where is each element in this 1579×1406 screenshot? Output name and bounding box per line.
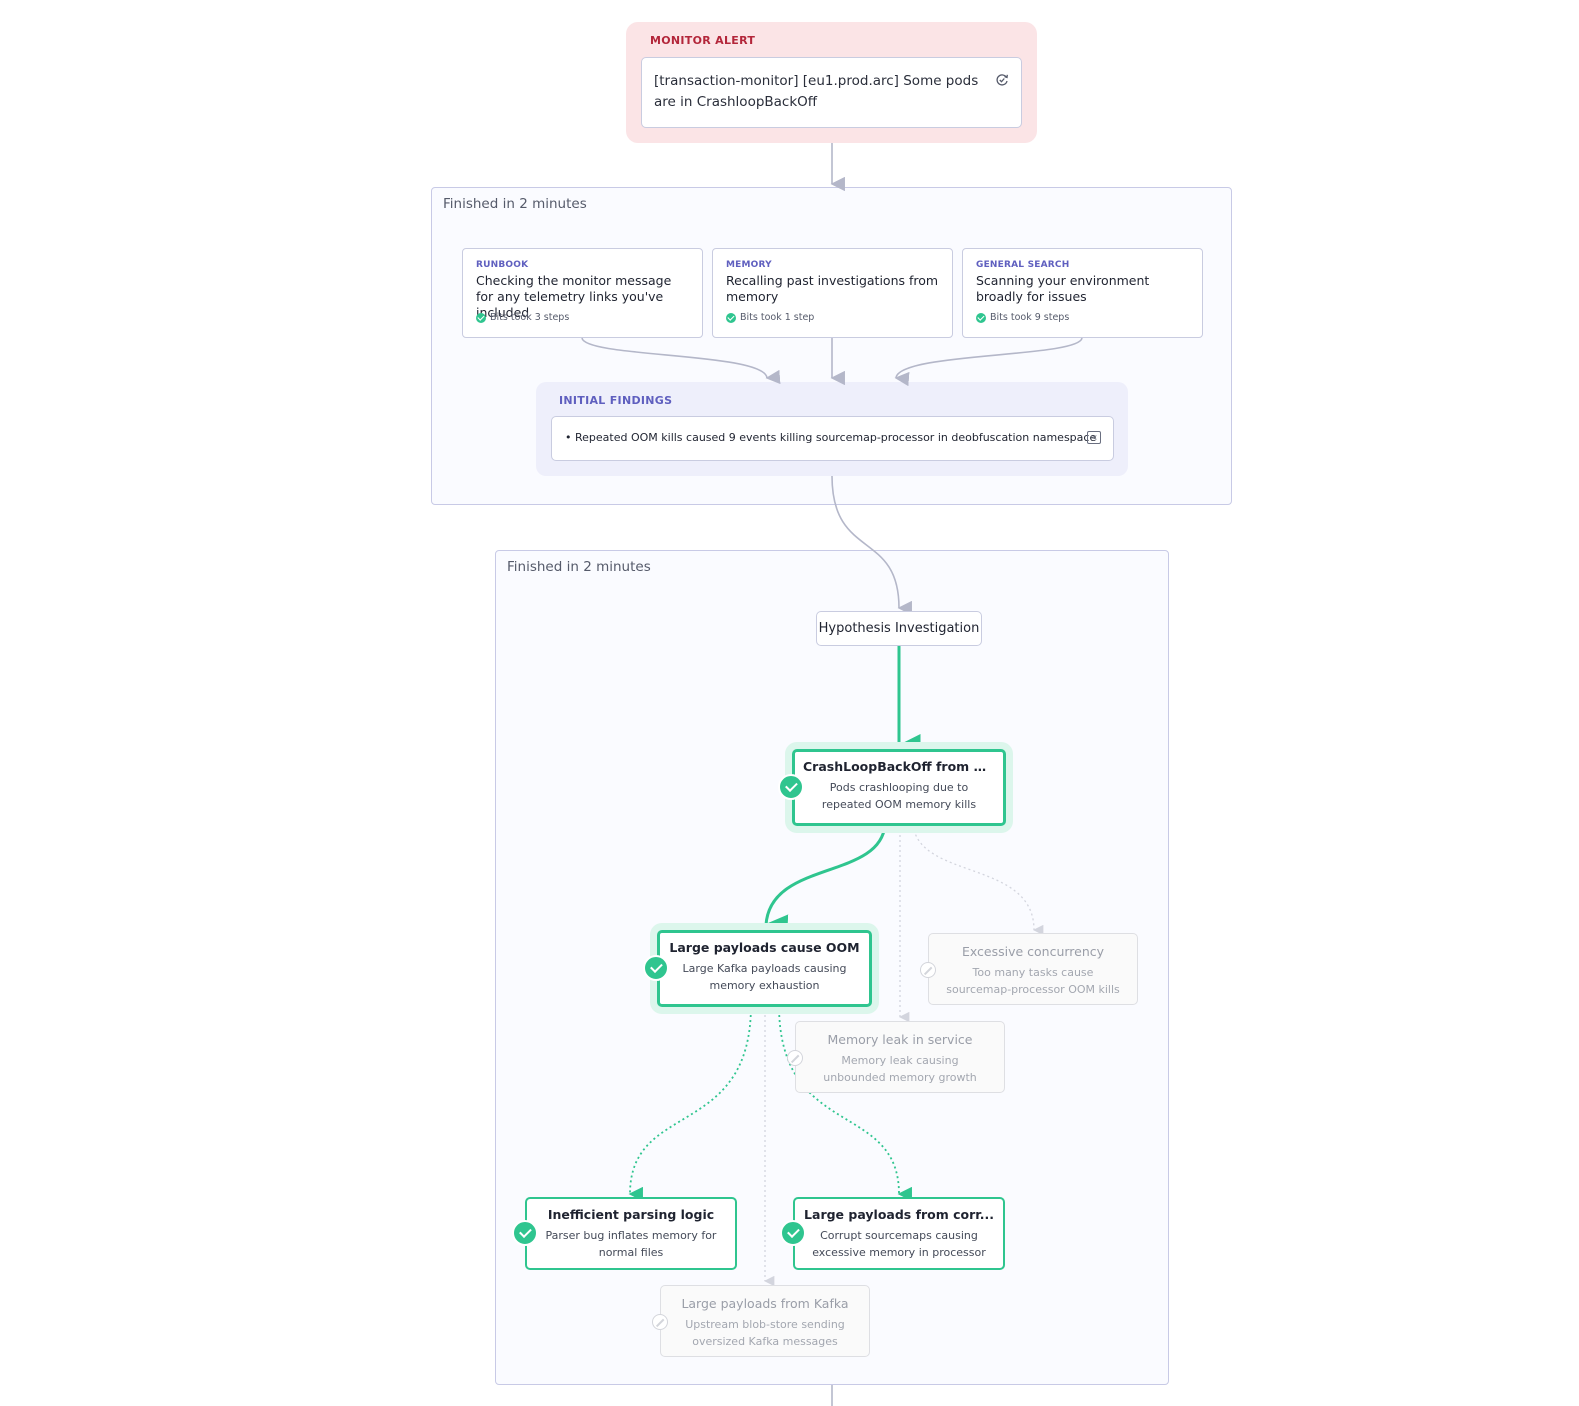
check-circle-icon: [726, 312, 736, 323]
source-status: Bits took 1 step: [726, 312, 814, 323]
hypothesis-description: Corrupt sourcemaps causing excessive mem…: [812, 1229, 986, 1259]
monitor-alert: MONITOR ALERT [transaction-monitor] [eu1…: [626, 22, 1037, 143]
hypothesis-description: Too many tasks cause sourcemap-processor…: [946, 966, 1120, 996]
hypothesis-node-memory-leak[interactable]: Memory leak in service Memory leak causi…: [795, 1021, 1005, 1093]
source-category: MEMORY: [726, 260, 772, 270]
hypothesis-title: Large payloads from Kafka: [681, 1296, 849, 1311]
hypothesis-title: Inefficient parsing logic: [547, 1207, 715, 1222]
hypothesis-description: Large Kafka payloads causing memory exha…: [682, 962, 847, 992]
source-card-general-search[interactable]: GENERAL SEARCH Scanning your environment…: [962, 248, 1203, 338]
hypothesis-title: Large payloads from corr...: [804, 1207, 994, 1222]
hypothesis-title: CrashLoopBackOff from O...: [803, 759, 999, 774]
hypothesis-description: Memory leak causing unbounded memory gro…: [823, 1054, 977, 1084]
collapse-panel-icon[interactable]: <: [1087, 431, 1101, 444]
source-status: Bits took 9 steps: [976, 312, 1069, 323]
hypothesis-node-payloads-kafka[interactable]: Large payloads from Kafka Upstream blob-…: [660, 1285, 870, 1357]
check-circle-icon: [512, 1220, 538, 1246]
hypothesis-node-large-payloads[interactable]: Large payloads cause OOM Large Kafka pay…: [657, 930, 872, 1007]
hypothesis-description: Upstream blob-store sending oversized Ka…: [685, 1318, 845, 1348]
check-circle-icon: [780, 1220, 806, 1246]
hypothesis-node-excessive-concurrency[interactable]: Excessive concurrency Too many tasks cau…: [928, 933, 1138, 1005]
hypothesis-description: Pods crashlooping due to repeated OOM me…: [821, 781, 977, 811]
refresh-check-icon[interactable]: [995, 73, 1009, 87]
initial-findings: INITIAL FINDINGS • Repeated OOM kills ca…: [536, 382, 1128, 476]
source-description: Recalling past investigations from memor…: [726, 273, 939, 304]
source-description: Scanning your environment broadly for is…: [976, 273, 1150, 304]
check-circle-icon: [976, 312, 986, 323]
initial-findings-label: INITIAL FINDINGS: [559, 394, 673, 407]
initial-findings-card[interactable]: • Repeated OOM kills caused 9 events kil…: [551, 416, 1114, 461]
check-circle-icon: [643, 955, 669, 981]
not-allowed-icon: [787, 1050, 803, 1066]
phase-duration: Finished in 2 minutes: [507, 559, 651, 575]
source-card-runbook[interactable]: RUNBOOK Checking the monitor message for…: [462, 248, 703, 338]
source-description: Checking the monitor message for any tel…: [476, 273, 672, 320]
not-allowed-icon: [652, 1314, 668, 1330]
hypothesis-node-inefficient-parsing[interactable]: Inefficient parsing logic Parser bug inf…: [525, 1197, 737, 1270]
source-status: Bits took 3 steps: [476, 312, 569, 323]
hypothesis-investigation-root[interactable]: Hypothesis Investigation: [816, 611, 982, 646]
check-circle-icon: [476, 312, 486, 323]
source-card-memory[interactable]: MEMORY Recalling past investigations fro…: [712, 248, 953, 338]
hypothesis-description: Parser bug inflates memory for normal fi…: [545, 1229, 717, 1259]
monitor-alert-card[interactable]: [transaction-monitor] [eu1.prod.arc] Som…: [641, 57, 1022, 128]
source-category: GENERAL SEARCH: [976, 260, 1070, 270]
hypothesis-title: Excessive concurrency: [961, 944, 1105, 959]
phase-duration: Finished in 2 minutes: [443, 196, 587, 212]
finding-item: Repeated OOM kills caused 9 events killi…: [575, 431, 1097, 444]
not-allowed-icon: [920, 962, 936, 978]
hypothesis-node-payloads-corrupt[interactable]: Large payloads from corr... Corrupt sour…: [793, 1197, 1005, 1270]
hypothesis-node-crashloop[interactable]: CrashLoopBackOff from O... Pods crashloo…: [792, 749, 1006, 826]
source-category: RUNBOOK: [476, 260, 529, 270]
hypothesis-title: Large payloads cause OOM: [669, 940, 860, 955]
monitor-alert-message: [transaction-monitor] [eu1.prod.arc] Som…: [654, 73, 979, 110]
monitor-alert-label: MONITOR ALERT: [650, 34, 756, 47]
hypothesis-title: Memory leak in service: [827, 1032, 973, 1047]
check-circle-icon: [778, 774, 804, 800]
